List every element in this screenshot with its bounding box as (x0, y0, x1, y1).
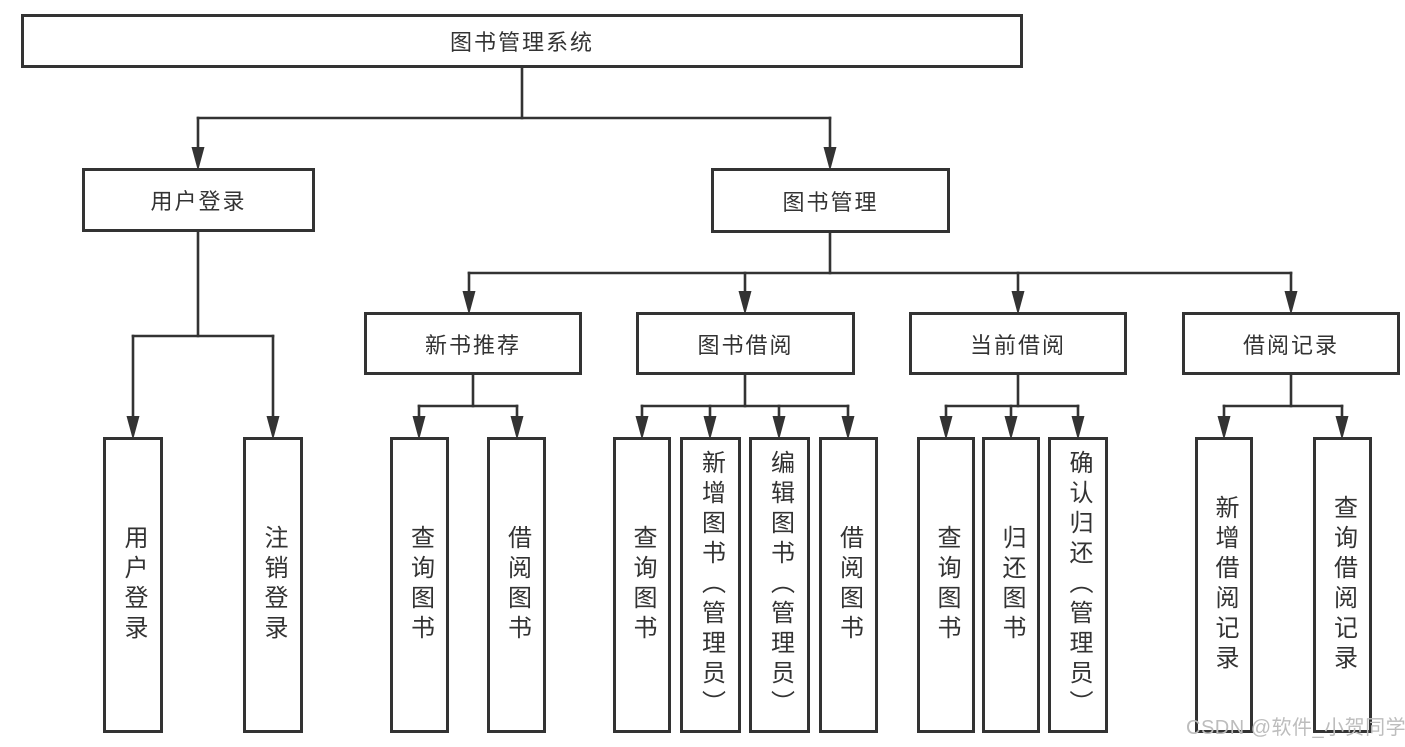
connector-borrowing-split (635, 373, 855, 440)
node-label: 注销登录 (260, 525, 287, 645)
leaf-query-books-current: 查询图书 (917, 437, 975, 733)
node-label: 借阅记录 (1242, 332, 1339, 358)
node-label: 新增借阅记录 (1211, 495, 1238, 675)
node-label: 归还图书 (998, 525, 1025, 645)
node-book-management: 图书管理 (711, 168, 950, 233)
watermark: CSDN @软件_小贺同学 (1186, 717, 1405, 739)
node-library-management-system: 图书管理系统 (21, 14, 1023, 68)
node-borrow-records: 借阅记录 (1182, 312, 1400, 375)
node-label: 用户登录 (150, 189, 247, 214)
leaf-add-borrow-record: 新增借阅记录 (1195, 437, 1253, 733)
node-label: 查询图书 (406, 525, 434, 645)
leaf-query-borrow-record: 查询借阅记录 (1313, 437, 1372, 733)
node-current-borrowing: 当前借阅 (909, 312, 1127, 375)
node-new-book-recommend: 新书推荐 (364, 312, 582, 375)
connector-root-split (191, 66, 837, 171)
connector-book-mgmt-split (462, 231, 1298, 315)
node-label: 图书管理 (782, 189, 879, 215)
node-label: 查询图书 (933, 525, 960, 645)
connector-new-book-split (412, 373, 524, 440)
node-label: 查询借阅记录 (1329, 495, 1357, 675)
node-book-borrowing: 图书借阅 (636, 312, 855, 375)
leaf-borrow-books-borrowing: 借阅图书 (819, 437, 878, 733)
leaf-query-books-recommend: 查询图书 (390, 437, 449, 733)
node-label: 新书推荐 (424, 332, 521, 358)
node-label: 图书借阅 (697, 332, 794, 358)
leaf-logout: 注销登录 (243, 437, 303, 733)
leaf-edit-books-admin: 编辑图书（管理员） (749, 437, 810, 733)
node-label: 查询图书 (629, 525, 656, 645)
leaf-user-login: 用户登录 (103, 437, 163, 733)
leaf-add-books-admin: 新增图书（管理员） (680, 437, 741, 733)
node-label: 借阅图书 (503, 525, 531, 645)
node-label: 新增图书（管理员） (697, 450, 725, 720)
node-label: 图书管理系统 (449, 30, 594, 55)
connector-records-split (1217, 373, 1349, 440)
leaf-borrow-books-recommend: 借阅图书 (487, 437, 546, 733)
node-label: 确认归还（管理员） (1065, 450, 1092, 720)
connector-current-split (939, 373, 1085, 440)
node-label: 借阅图书 (835, 525, 863, 645)
node-label: 当前借阅 (969, 332, 1066, 358)
leaf-query-books-borrowing: 查询图书 (613, 437, 671, 733)
node-label: 用户登录 (120, 525, 147, 645)
node-label: 编辑图书（管理员） (766, 450, 794, 720)
node-user-login: 用户登录 (82, 168, 315, 232)
leaf-return-books: 归还图书 (982, 437, 1040, 733)
connector-user-login-split (126, 230, 280, 440)
leaf-confirm-return-admin: 确认归还（管理员） (1048, 437, 1108, 733)
